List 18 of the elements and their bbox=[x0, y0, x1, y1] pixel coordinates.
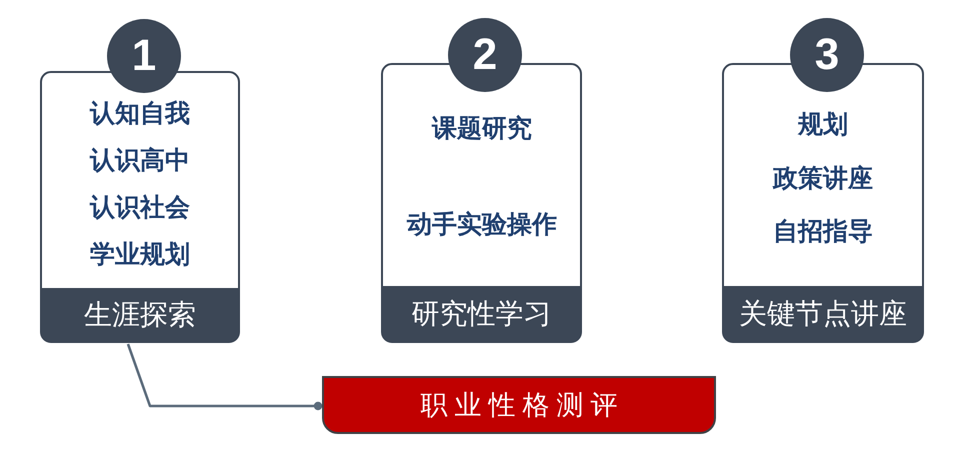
number-circle: 1 bbox=[107, 19, 181, 93]
item-text: 政策讲座 bbox=[773, 164, 873, 192]
item-text: 认识高中 bbox=[90, 146, 190, 174]
caption-band: 研究性学习 bbox=[382, 286, 581, 342]
item-text: 自招指导 bbox=[773, 217, 873, 245]
item-text: 认识社会 bbox=[90, 193, 190, 221]
title-banner: 职业性格测评 bbox=[322, 376, 716, 434]
item-text: 学业规划 bbox=[90, 240, 190, 268]
caption-band: 关键节点讲座 bbox=[723, 286, 923, 342]
item-text: 规划 bbox=[798, 110, 848, 138]
connector-line bbox=[126, 344, 322, 410]
number-circle: 3 bbox=[790, 18, 864, 92]
item-text: 认知自我 bbox=[90, 99, 190, 127]
number-circle: 2 bbox=[448, 18, 522, 92]
card bbox=[40, 71, 240, 343]
item-text: 课题研究 bbox=[432, 114, 532, 142]
caption-band: 生涯探索 bbox=[41, 288, 239, 342]
item-text: 动手实验操作 bbox=[407, 210, 557, 238]
